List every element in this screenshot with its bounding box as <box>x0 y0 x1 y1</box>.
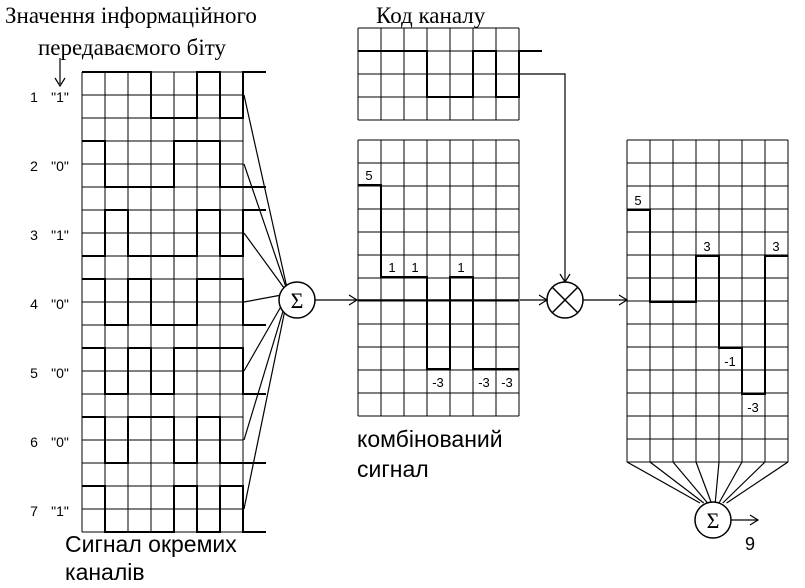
channel-code-step-line <box>358 50 542 98</box>
despread-value-label: -1 <box>724 354 736 369</box>
combined-signal-step-line <box>358 184 519 370</box>
despread-connector <box>718 461 743 504</box>
multiplier-node <box>546 281 584 319</box>
channel-6-connector <box>243 297 288 441</box>
despread-connector <box>649 461 705 504</box>
channel-5-index: 5 <box>30 365 38 381</box>
despread-connector <box>695 461 712 504</box>
combined-value-label: 1 <box>457 260 464 275</box>
channel-6-bit: "0" <box>51 434 69 450</box>
combined-value-label: 1 <box>388 260 395 275</box>
channel-code-grid <box>357 27 520 121</box>
combined-value-label: -3 <box>501 375 513 390</box>
combined-signal-title-line2: сигнал <box>357 456 429 482</box>
channel-3-index: 3 <box>30 227 38 243</box>
channel-3-connector <box>243 232 288 293</box>
channel-code-waveform <box>358 50 542 98</box>
combined-value-label: -3 <box>478 375 490 390</box>
despread-connector <box>726 461 789 504</box>
channel-1-waveform <box>82 71 266 119</box>
channel-7-connector <box>243 299 288 510</box>
channel-1-bit: "1" <box>51 89 69 105</box>
channel-6-index: 6 <box>30 434 38 450</box>
despread-signal-waveform <box>627 209 788 395</box>
bit-value-title-line1: Значення інформаційного <box>5 3 257 28</box>
combined-signal-waveform <box>358 184 519 370</box>
sum-symbol: Σ <box>707 508 720 533</box>
channel-4-bit: "0" <box>51 296 69 312</box>
channel-7-waveform <box>82 485 266 533</box>
despread-value-label: 3 <box>703 239 710 254</box>
bit-value-title-line2: передаваємого біту <box>38 35 226 60</box>
despread-value-label: 5 <box>634 193 641 208</box>
channel-2-connector <box>243 163 288 291</box>
output-summer-node: Σ <box>694 501 732 539</box>
channel-5-bit: "0" <box>51 365 69 381</box>
channel-labels: 1 "1" 2 "0" 3 "1" 4 "0" 5 "0" 6 "0" 7 "1" <box>30 89 69 519</box>
channel-7-bit: "1" <box>51 503 69 519</box>
channel-signals-title-line2: каналів <box>65 559 145 583</box>
output-number: 9 <box>745 534 755 554</box>
multiplier-to-output-arrow <box>583 294 629 306</box>
bit-pointer-arrow <box>54 58 66 88</box>
despread-connector <box>714 461 720 504</box>
combined-value-label: 5 <box>365 168 372 183</box>
channel-2-bit: "0" <box>51 158 69 174</box>
channel-3-bit: "1" <box>51 227 69 243</box>
channel-code-title: Код каналу <box>376 3 486 28</box>
despread-signal-value-labels: 5 3 -1 -3 3 <box>634 193 779 415</box>
channel-1-index: 1 <box>30 89 38 105</box>
combined-value-label: 1 <box>411 260 418 275</box>
despread-connector <box>722 461 766 504</box>
combined-value-label: -3 <box>432 375 444 390</box>
combined-signal-title-line1: комбінований <box>357 426 503 452</box>
channel-3-waveform <box>82 209 266 257</box>
channel-waveforms <box>82 71 266 533</box>
despread-connector <box>626 461 701 504</box>
despread-signal-step-line <box>627 209 788 395</box>
channel-7-index: 7 <box>30 503 38 519</box>
sum-symbol: Σ <box>291 288 304 313</box>
channel-2-waveform <box>82 140 266 188</box>
channel-5-connector <box>243 295 288 372</box>
output-arrow <box>731 514 760 526</box>
channel-6-waveform <box>82 416 266 464</box>
channel-signals-title-line1: Сигнал окремих <box>65 531 237 557</box>
channel-4-waveform <box>82 278 266 326</box>
channel-2-index: 2 <box>30 158 38 174</box>
code-to-multiplier-arrow <box>520 73 571 284</box>
channel-5-waveform <box>82 347 266 395</box>
sum-to-combined-arrow <box>315 294 359 306</box>
despread-to-sum-connectors <box>626 461 789 504</box>
summer-node: Σ <box>278 281 316 319</box>
combined-signal-value-labels: 5 1 1 -3 1 -3 -3 <box>365 168 512 390</box>
combined-to-multiplier-arrow <box>520 294 549 306</box>
channel-to-sum-connectors <box>243 94 288 510</box>
despread-connector <box>672 461 709 504</box>
despread-value-label: -3 <box>747 400 759 415</box>
channel-4-index: 4 <box>30 296 38 312</box>
despread-value-label: 3 <box>772 239 779 254</box>
channel-1-connector <box>243 94 288 289</box>
